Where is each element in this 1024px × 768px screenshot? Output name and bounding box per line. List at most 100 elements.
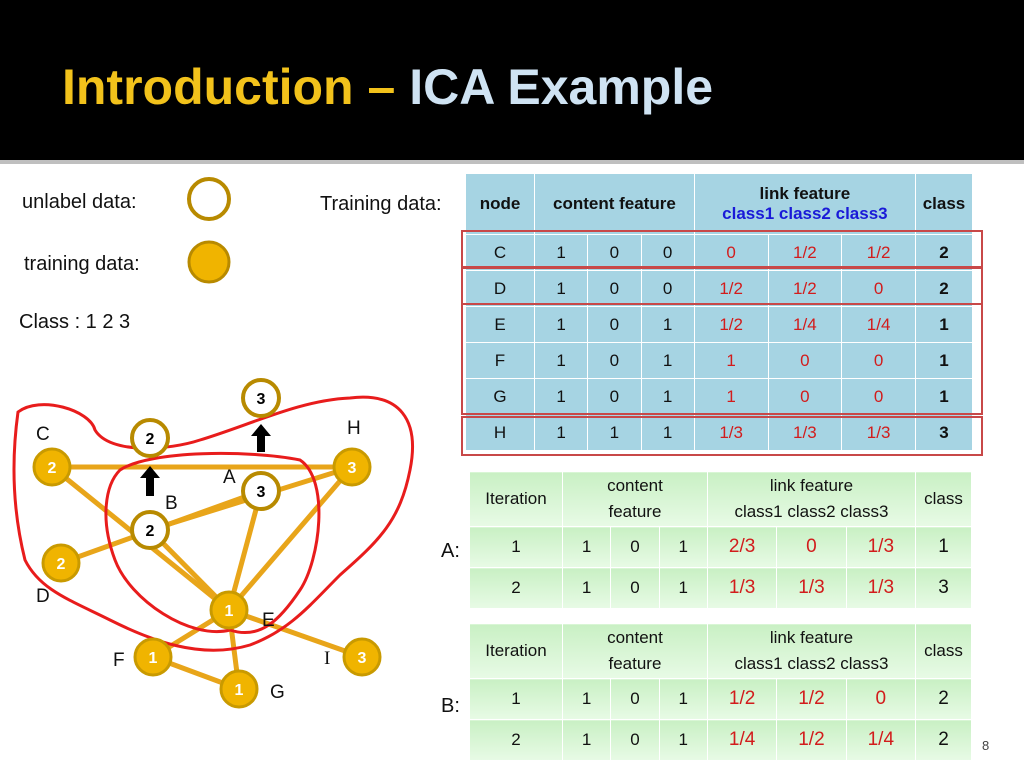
node-a-top-value: 3: [257, 391, 266, 408]
cell-c3: 1: [658, 526, 708, 568]
th-link-title: link feature: [769, 628, 854, 647]
cell-c1: 1: [533, 306, 589, 343]
training-legend-label: training data:: [24, 253, 140, 275]
node-c-value: 2: [48, 460, 57, 477]
cell-cls: 1: [915, 526, 972, 568]
node-g-label: G: [270, 682, 285, 703]
cell-l1: 1/4: [706, 719, 778, 761]
th-content-line1: content: [607, 476, 663, 495]
node-g-value: 1: [235, 682, 244, 699]
cell-cls: 3: [915, 567, 972, 609]
cell-cls: 3: [915, 414, 973, 451]
cell-cls: 2: [915, 678, 972, 720]
node-a-top: [241, 378, 281, 418]
highlight-rows-efg: [461, 303, 983, 415]
cell-l3: 1/3: [845, 567, 917, 609]
node-b-value: 2: [146, 523, 155, 540]
cell-c1: 1: [561, 678, 612, 720]
node-b-label: B: [165, 493, 178, 514]
cell-l2: 1/2: [776, 678, 847, 720]
th-content-line2: feature: [608, 654, 662, 673]
cell-c3: 1: [640, 342, 695, 379]
cell-it: 2: [469, 567, 563, 609]
cell-cls: 2: [915, 270, 973, 307]
cell-node: D: [465, 270, 535, 307]
th-iteration: Iteration: [469, 471, 563, 527]
cell-l3: 1/3: [841, 414, 916, 451]
slide-title: Introduction – ICA Example: [62, 58, 713, 116]
cell-cls: 1: [915, 306, 973, 343]
cell-node: E: [465, 306, 535, 343]
cell-c3: 1: [640, 414, 695, 451]
node-d: [41, 543, 81, 583]
node-b-top: [130, 418, 170, 458]
cell-l3: 1/2: [841, 234, 916, 271]
th-link-title: link feature: [759, 184, 851, 203]
cell-c3: 1: [640, 378, 695, 415]
cell-l2: 1/3: [776, 567, 847, 609]
cell-c1: 1: [561, 526, 612, 568]
cell-c3: 1: [658, 567, 708, 609]
classes-legend-label: Class : 1 2 3: [19, 311, 131, 333]
title-bar: [0, 0, 1024, 160]
cell-c1: 1: [561, 567, 612, 609]
cell-l3: 0: [841, 342, 916, 379]
th-class: class: [915, 471, 972, 527]
cell-c1: 1: [533, 414, 589, 451]
training-data-label: Training data:: [320, 193, 442, 215]
title-divider: [0, 160, 1024, 164]
th-class: class: [915, 623, 972, 679]
node-a: [241, 471, 281, 511]
th-content: content feature: [534, 173, 695, 235]
cell-c2: 0: [587, 378, 642, 415]
cell-c2: 0: [610, 526, 660, 568]
table-b-label: B:: [441, 695, 460, 717]
node-f-label: F: [113, 650, 125, 671]
cell-l1: 2/3: [706, 526, 778, 568]
th-node: node: [465, 173, 535, 235]
cell-c3: 1: [658, 719, 708, 761]
cell-c2: 1: [587, 414, 642, 451]
node-h-label: H: [347, 418, 361, 439]
cell-c2: 0: [587, 270, 642, 307]
cell-l3: 1/3: [845, 526, 917, 568]
th-link-classes: class1 class2 class3: [734, 654, 889, 673]
cell-it: 2: [469, 719, 563, 761]
th-content: content feature: [562, 471, 708, 527]
node-a-value: 3: [257, 484, 266, 501]
cell-c1: 1: [533, 270, 589, 307]
node-c: [32, 447, 72, 487]
cell-l1: 1/3: [706, 567, 778, 609]
cell-it: 1: [469, 526, 563, 568]
cell-l2: 0: [767, 342, 843, 379]
cell-cls: 1: [915, 378, 973, 415]
unlabel-legend-circle: [187, 177, 231, 221]
highlight-row-c: [461, 230, 983, 268]
node-i-label: I: [324, 648, 330, 669]
cell-c3: 1: [658, 678, 708, 720]
th-class: class: [915, 173, 973, 235]
cell-c1: 1: [533, 378, 589, 415]
node-e-value: 1: [225, 603, 234, 620]
th-link: link feature class1 class2 class3: [706, 623, 917, 679]
cell-l1: 1/2: [693, 270, 769, 307]
graph-edges: [50, 464, 363, 692]
cell-node: C: [465, 234, 535, 271]
cell-c2: 0: [587, 306, 642, 343]
node-f-value: 1: [149, 650, 158, 667]
node-b-top-value: 2: [146, 431, 155, 448]
cell-l1: 1/2: [706, 678, 778, 720]
page-number: 8: [982, 738, 990, 753]
cell-cls: 2: [915, 234, 973, 271]
th-content-line2: feature: [608, 502, 662, 521]
th-link: link feature class1 class2 class3: [693, 173, 917, 235]
cell-c1: 1: [533, 234, 589, 271]
